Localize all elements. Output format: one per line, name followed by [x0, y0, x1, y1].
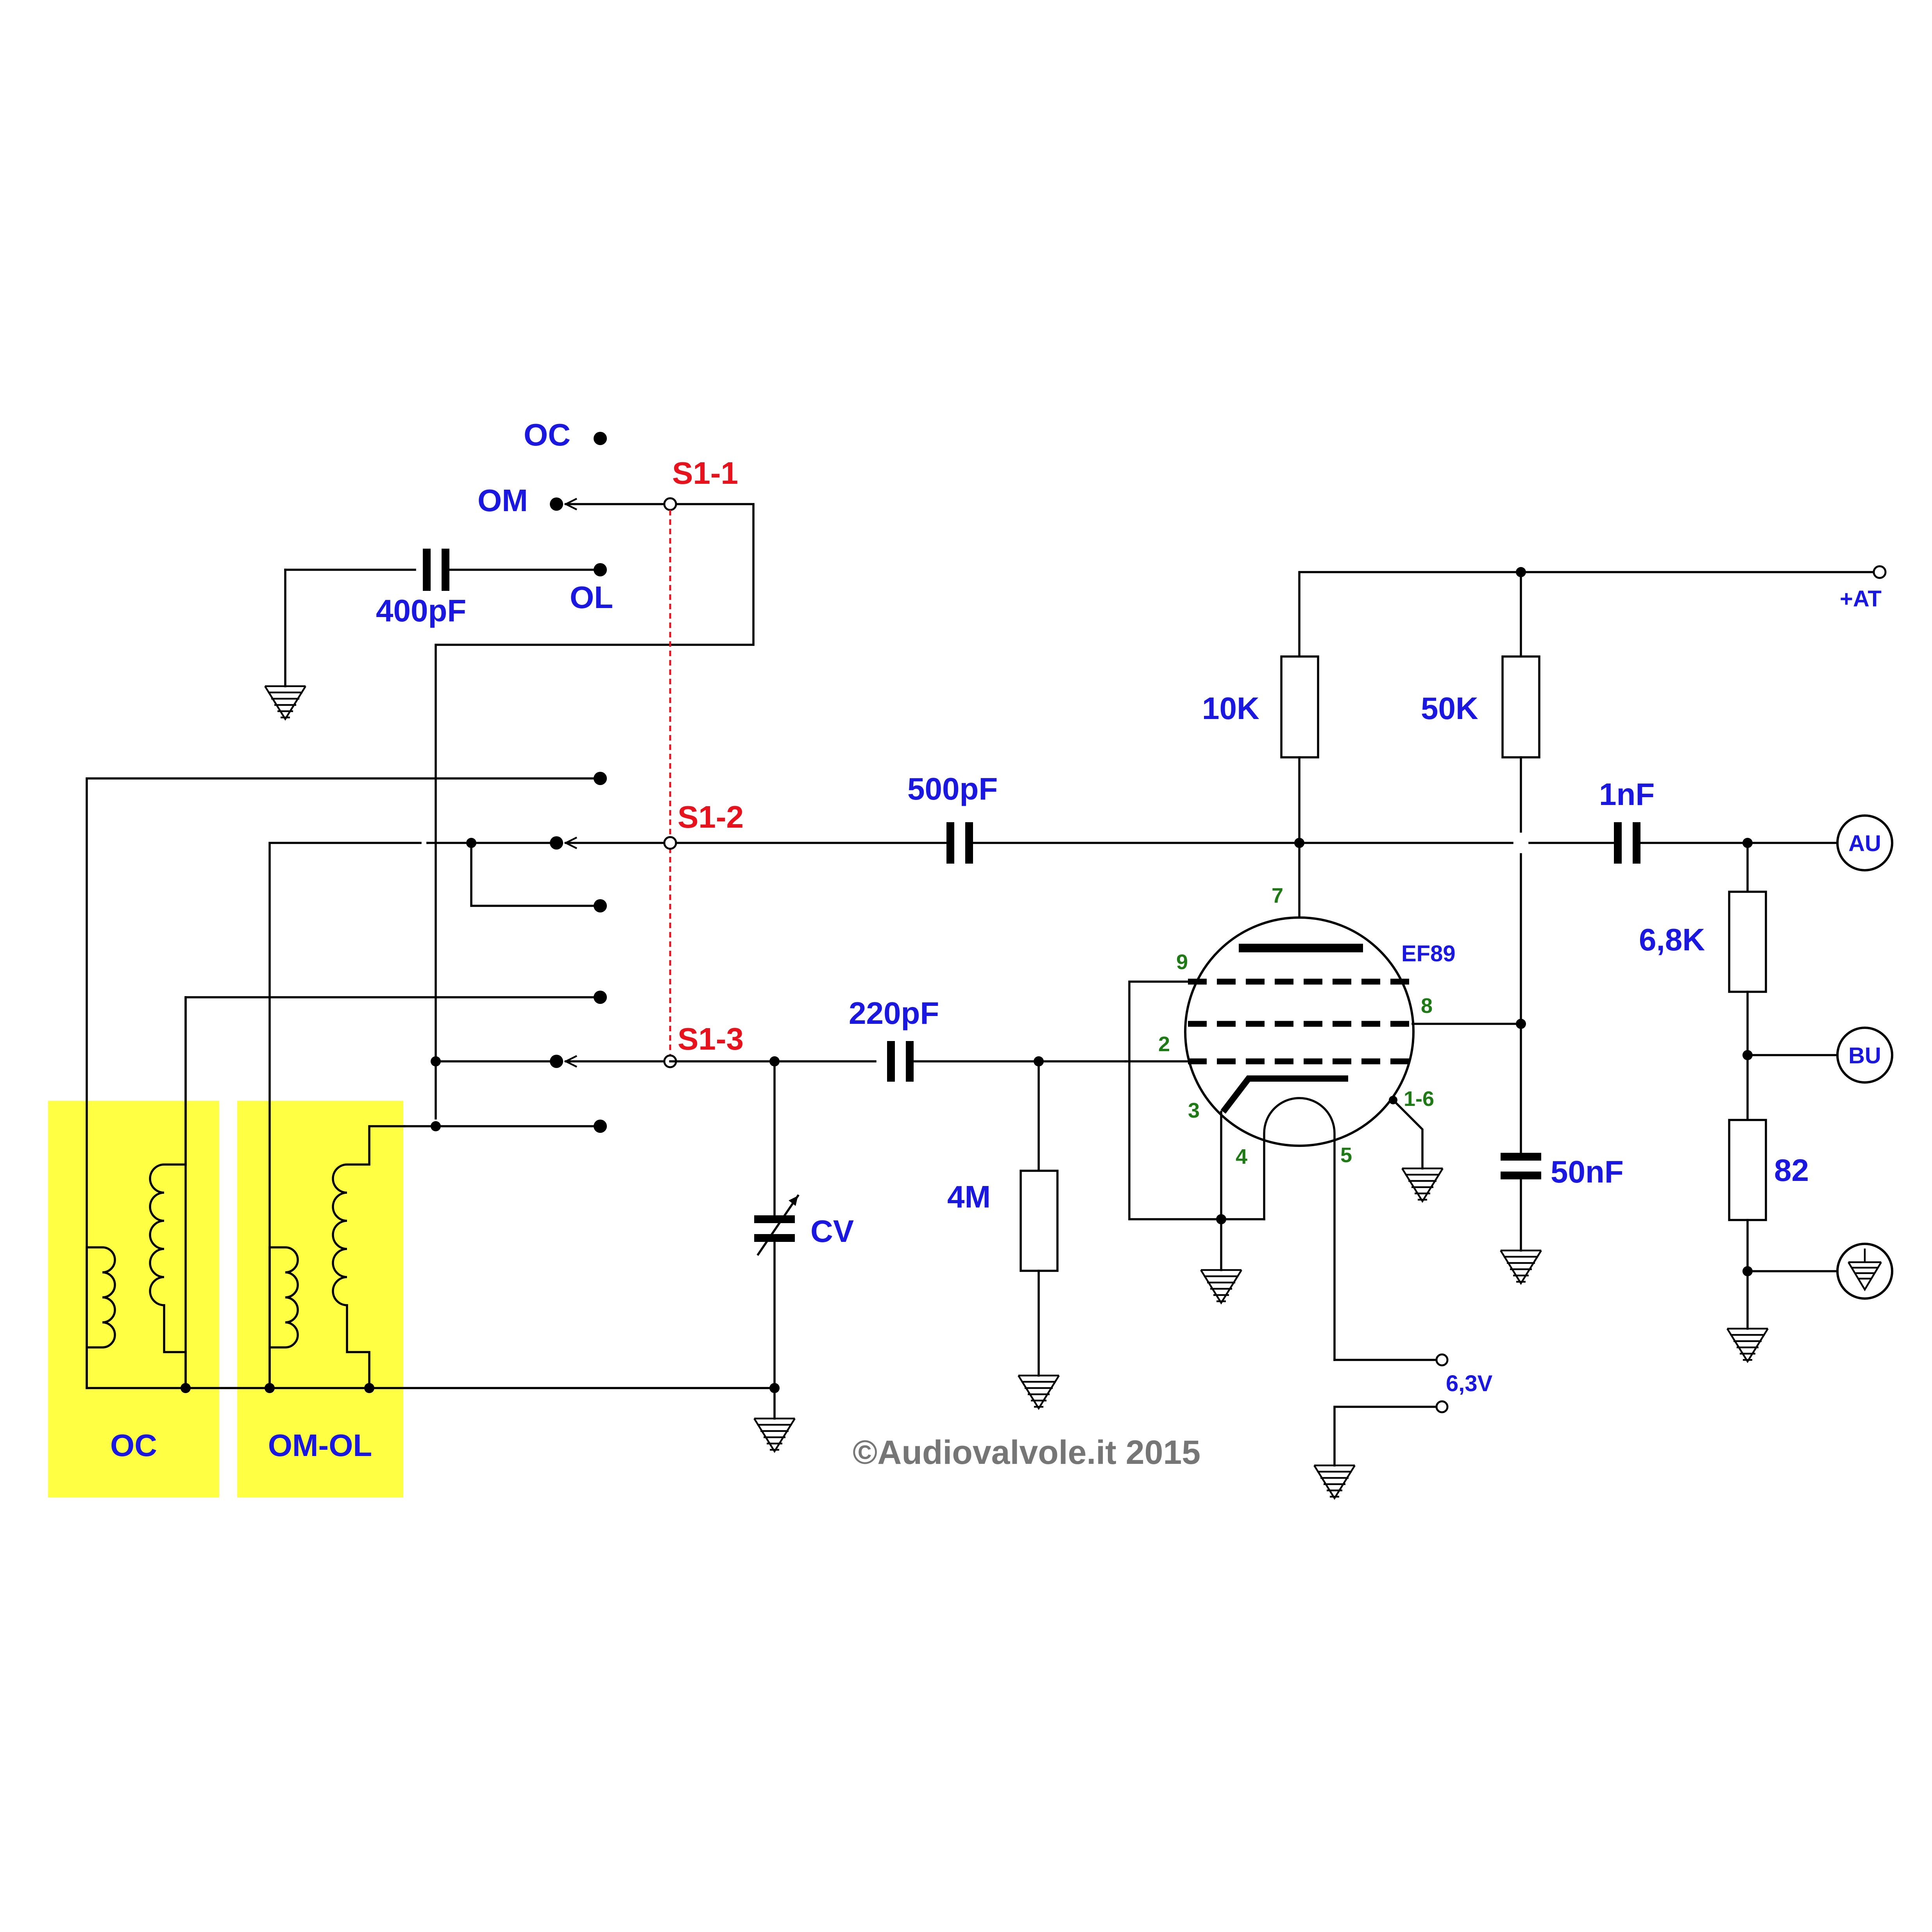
label-50nf: 50nF [1551, 1154, 1624, 1189]
ground-terminal-icon [1848, 1249, 1882, 1292]
ground-heater [1313, 1464, 1356, 1500]
resistor-82 [1728, 1119, 1767, 1221]
ground-400pf [264, 685, 306, 721]
label-10k: 10K [1202, 691, 1259, 726]
label-220pf: 220pF [849, 996, 939, 1030]
ground-cv [753, 1417, 796, 1453]
resistor-6-8k [1728, 891, 1767, 993]
label-hv-supply: +AT [1840, 586, 1882, 612]
heater-terminal-b[interactable] [1435, 1400, 1449, 1413]
resistor-10k [1280, 655, 1319, 949]
label-400pf: 400pF [376, 593, 466, 628]
resistor-4m [1020, 1060, 1059, 1377]
tube-cathode [1220, 1075, 1348, 1114]
label-tube-name: EF89 [1401, 941, 1456, 966]
pin-5: 5 [1340, 1143, 1352, 1167]
capacitor-500pf [675, 822, 1615, 864]
label-s1-3: S1-3 [678, 1021, 744, 1056]
output-divider [1728, 842, 1838, 1330]
pin-7: 7 [1272, 884, 1283, 907]
capacitor-220pf [887, 1041, 1127, 1082]
label-500pf: 500pF [907, 771, 998, 806]
ground-divider [1726, 1327, 1769, 1363]
pin-3: 3 [1188, 1099, 1200, 1122]
label-om-ol-coil: OM-OL [268, 1428, 372, 1463]
resistor-50k [1501, 571, 1540, 1154]
ground-4m [1018, 1374, 1060, 1410]
pin-1-6: 1-6 [1404, 1087, 1434, 1111]
label-au: AU [1848, 831, 1881, 856]
oc-coil [86, 996, 187, 1389]
label-heater-supply: 6,3V [1446, 1371, 1493, 1396]
s1-1-wiper [663, 497, 677, 511]
capacitor-1nf [1614, 822, 1838, 864]
oc-contact-s1-1 [594, 432, 607, 445]
label-om-position: OM [478, 483, 528, 518]
label-s1-1: S1-1 [672, 456, 738, 490]
pin-9: 9 [1176, 950, 1188, 974]
switch-s1-1 [284, 432, 755, 1120]
capacitor-400pf-plate-a [423, 549, 431, 591]
label-6-8k: 6,8K [1639, 922, 1705, 957]
tube-heater [1263, 1097, 1336, 1361]
label-cv: CV [810, 1214, 854, 1249]
om-ol-coil-highlight [237, 1101, 403, 1497]
ground-cathode [1200, 1269, 1242, 1305]
oc-coil-highlight [48, 1101, 219, 1497]
label-oc-position: OC [524, 417, 571, 452]
bu-terminal[interactable] [1836, 1027, 1893, 1084]
heater-terminal-a[interactable] [1435, 1353, 1449, 1367]
capacitor-50nf [1501, 1153, 1541, 1252]
ground-terminal[interactable] [1836, 1243, 1893, 1300]
om-ol-coil [268, 1125, 406, 1389]
variable-capacitor-cv [669, 1056, 877, 1389]
om-contact-s1-1 [550, 497, 563, 511]
ground-shield [1401, 1167, 1444, 1203]
label-oc-coil: OC [110, 1428, 157, 1463]
label-4m: 4M [947, 1179, 991, 1214]
switch-s1-2 [86, 772, 677, 1389]
copyright-notice: ©Audiovalvole.it 2015 [853, 1434, 1200, 1471]
tube-ef89 [1184, 916, 1415, 1361]
au-terminal[interactable] [1836, 814, 1893, 871]
pin-4: 4 [1236, 1145, 1247, 1168]
pin-2: 2 [1158, 1032, 1170, 1056]
label-s1-2: S1-2 [678, 800, 744, 834]
label-1nf: 1nF [1599, 777, 1655, 812]
label-bu: BU [1848, 1043, 1881, 1068]
ground-50nf [1500, 1249, 1542, 1285]
capacitor-400pf-plate-b [442, 549, 449, 591]
hv-rail [1298, 565, 1887, 658]
label-ol-position: OL [570, 580, 613, 615]
label-50k: 50K [1421, 691, 1478, 726]
label-82: 82 [1774, 1153, 1809, 1188]
pin-8: 8 [1421, 994, 1433, 1018]
